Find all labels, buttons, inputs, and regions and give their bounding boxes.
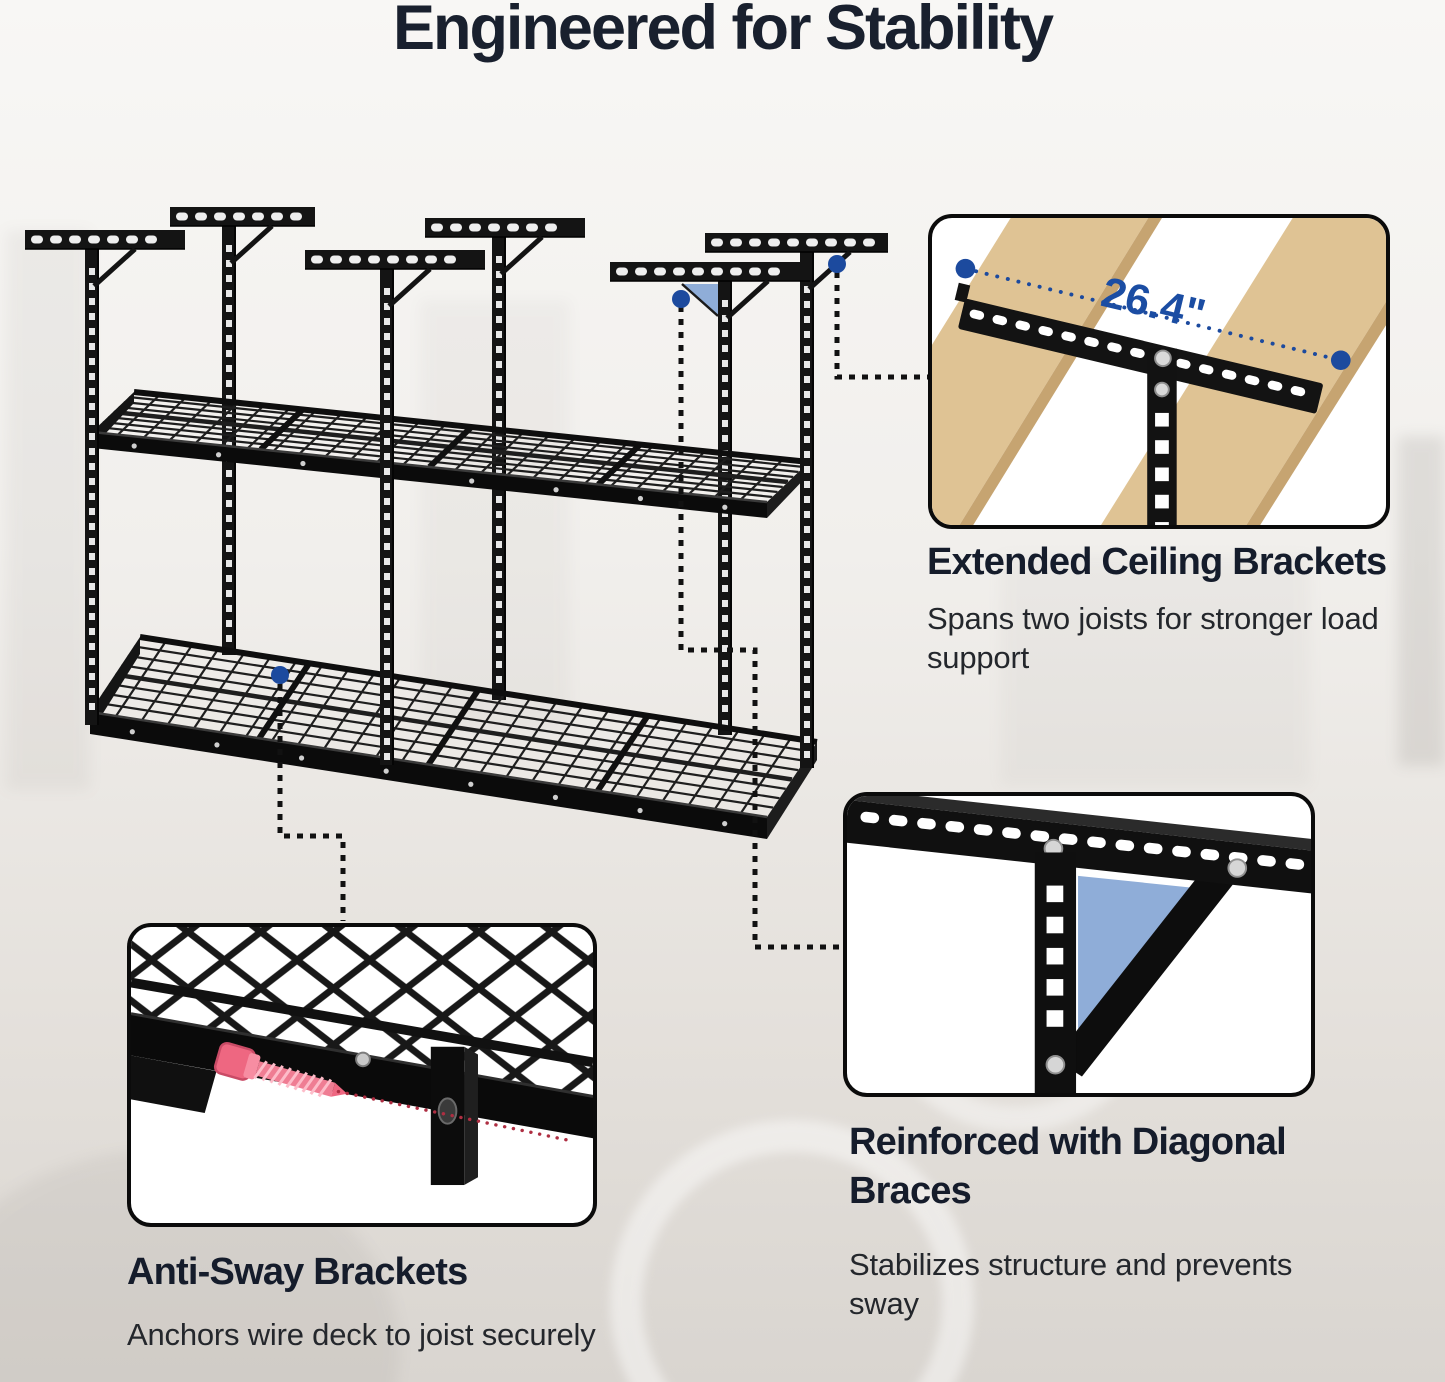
ceiling-bracket: [425, 218, 585, 276]
red-guide-line: [336, 1089, 571, 1142]
deck-beam: [131, 977, 593, 1068]
bracket-hole: [437, 1097, 458, 1125]
bolt: [1045, 1055, 1066, 1075]
measurement-dot: [1330, 350, 1351, 371]
blue-dot: [271, 666, 289, 684]
diagonal-brace: [1054, 856, 1242, 1077]
measurement-label: 26.4": [1097, 268, 1210, 339]
background-shelf-left: [6, 230, 90, 790]
background-smudge-right: [1398, 436, 1445, 766]
bolt: [1154, 381, 1170, 398]
background-shelf-right: [1000, 556, 1310, 786]
antisway-heading: Anti-Sway Brackets: [127, 1251, 468, 1293]
ceiling-body: Spans two joists for stronger load suppo…: [927, 601, 1379, 675]
antisway-body: Anchors wire deck to joist securely: [127, 1317, 596, 1352]
wood-joist: [932, 218, 1149, 525]
wire-mesh-shelf: [96, 640, 811, 814]
wood-joist-edge: [959, 218, 1162, 525]
ceiling-bracket: [610, 262, 810, 320]
vertical-post: [800, 249, 814, 768]
wire-mesh-deck: [131, 927, 593, 1097]
connector-line: [834, 272, 930, 380]
beam-top: [847, 796, 1311, 851]
diagonal-brace-photo: [847, 796, 1311, 1093]
ceiling-bracket-photo: 26.4": [932, 218, 1386, 525]
anti-sway-bracket-side: [464, 1046, 478, 1186]
blue-dot: [672, 290, 690, 308]
deck-rail-return: [131, 1055, 217, 1113]
ceiling-bracket: [25, 230, 185, 288]
bolt: [1154, 349, 1172, 368]
beam-front: [847, 799, 1311, 894]
connector-line: [277, 684, 346, 921]
blue-dot: [828, 255, 846, 273]
wire-mesh-shelf: [97, 393, 804, 501]
connector-line: [678, 306, 843, 950]
bolt: [1227, 858, 1248, 878]
diagonal-body: Stabilizes structure and prevents sway: [849, 1247, 1293, 1321]
ceiling-bracket: [305, 250, 485, 308]
bracket-bar: [954, 282, 1323, 414]
vertical-post: [85, 246, 99, 725]
ceiling-bracket-callout: 26.4": [928, 214, 1390, 529]
lag-screw-icon: [213, 1041, 348, 1098]
page-title: Engineered for Stability: [392, 0, 1054, 63]
diagonal-heading: Reinforced with Diagonal Braces: [849, 1121, 1287, 1212]
measurement-dot: [955, 258, 976, 279]
anti-sway-photo: [131, 927, 593, 1186]
measurement-line: [963, 266, 1343, 363]
ceiling-bracket: [170, 207, 315, 265]
anti-sway-callout: [127, 923, 597, 1227]
diagonal-brace-callout: [843, 792, 1315, 1097]
ceiling-heading: Extended Ceiling Brackets: [927, 541, 1387, 583]
bolt: [355, 1051, 371, 1068]
